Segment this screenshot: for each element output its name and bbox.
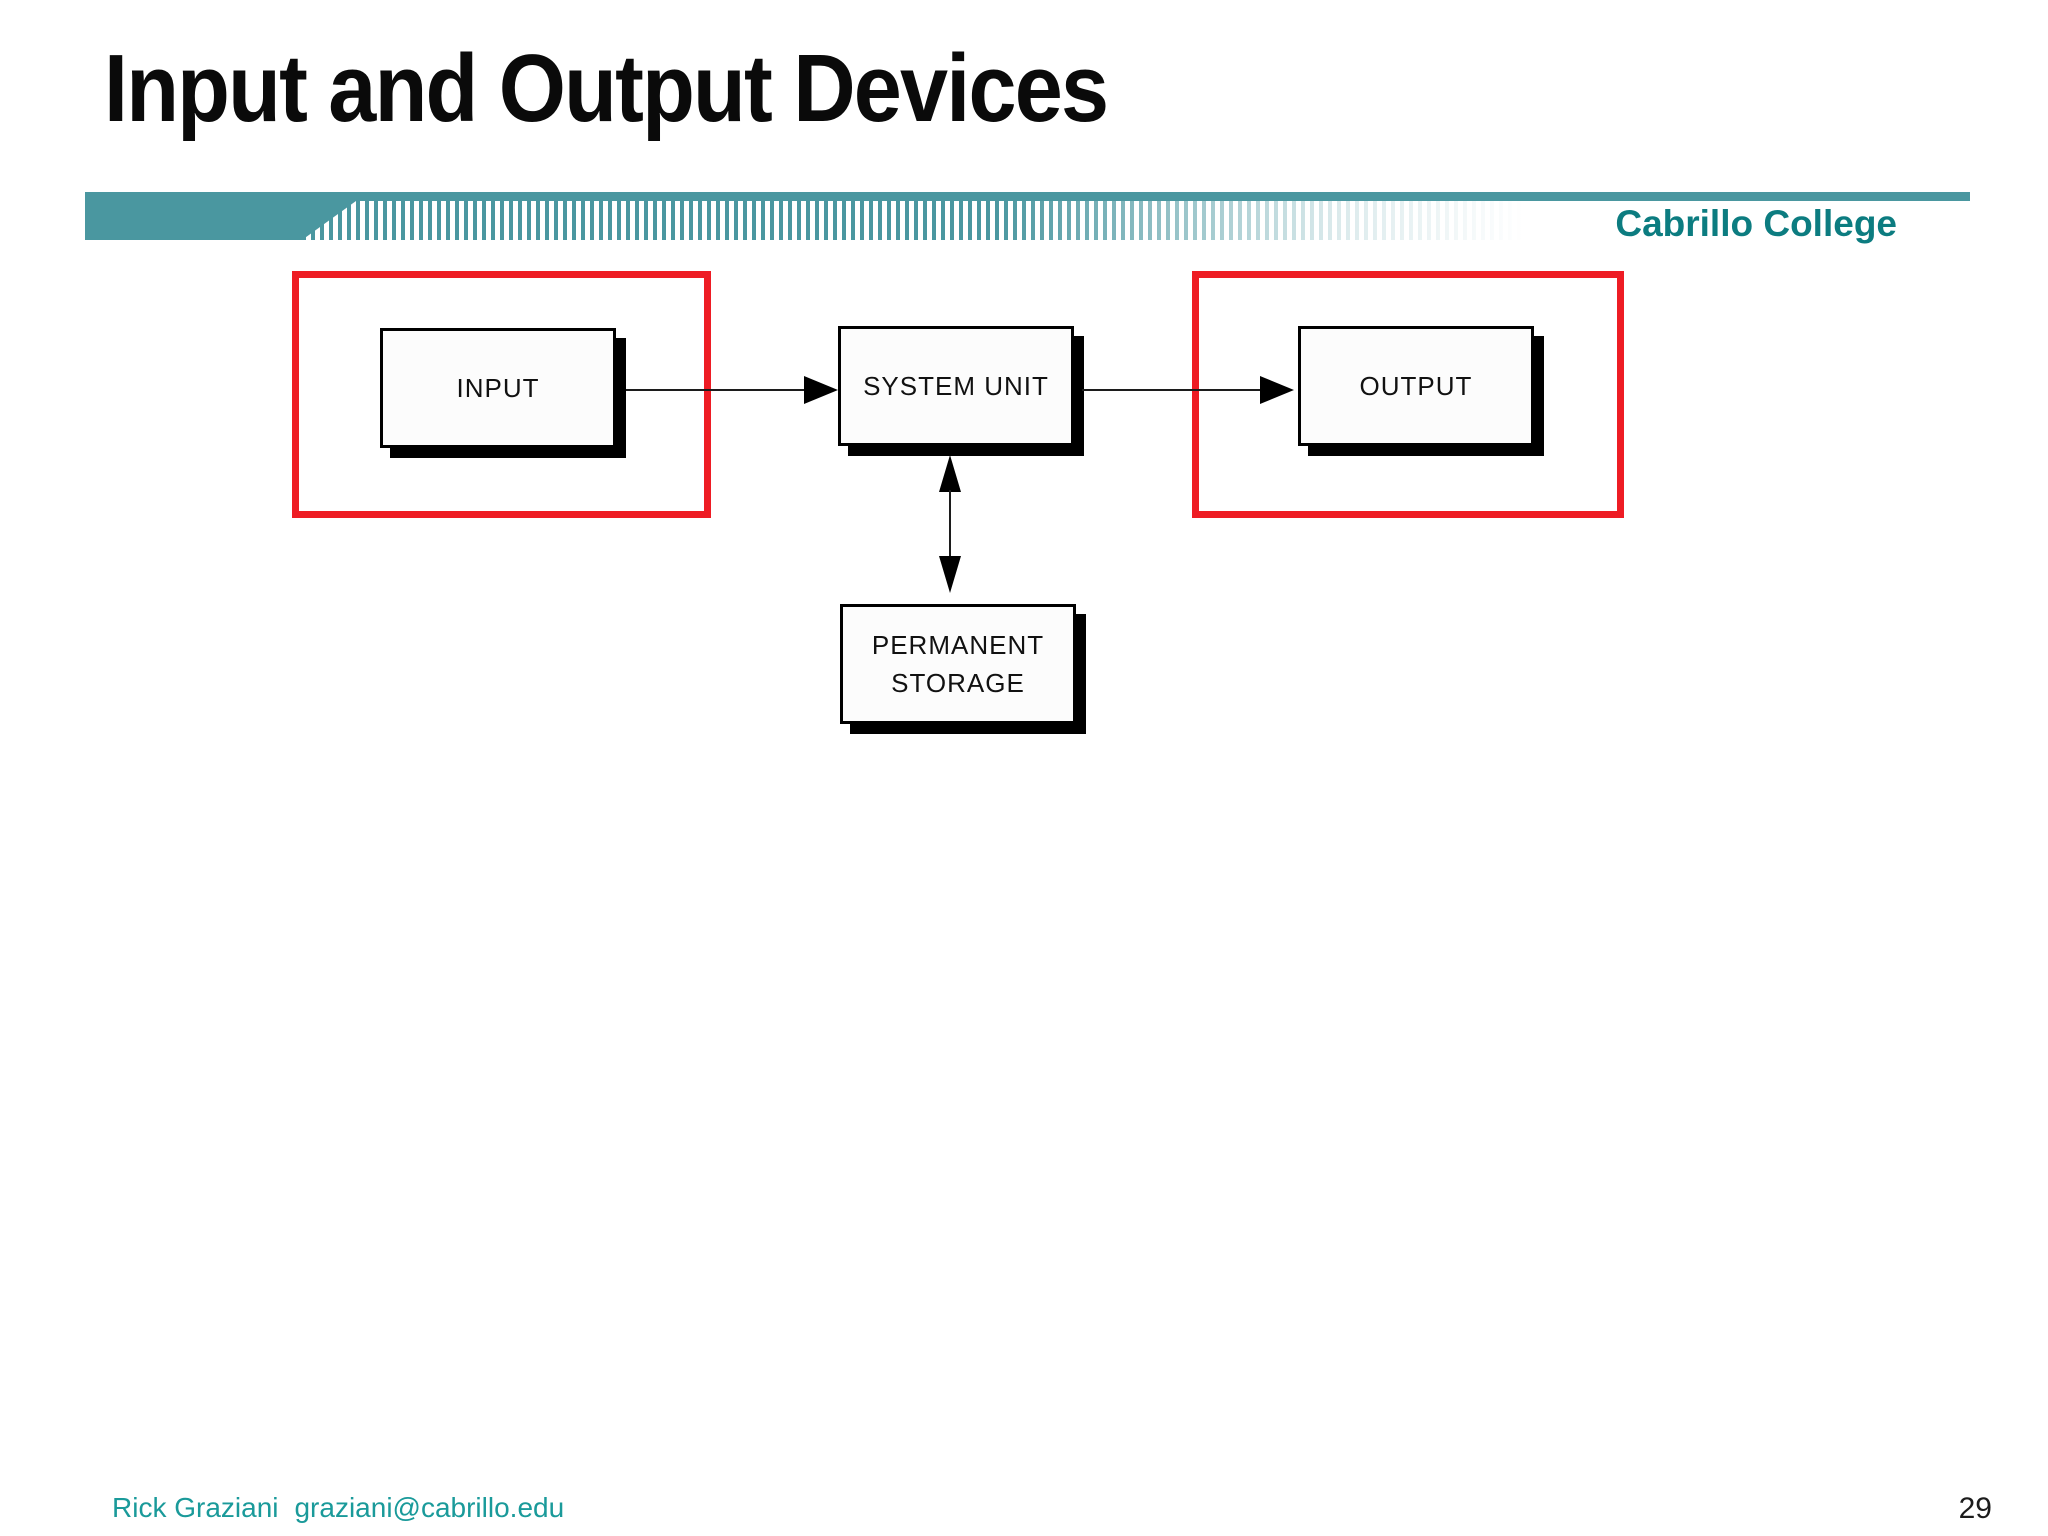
diagram-box-output: OUTPUT bbox=[1298, 326, 1534, 446]
brand-wordmark: Cabrillo College bbox=[1615, 203, 1897, 244]
connector-system-to-storage bbox=[949, 490, 951, 558]
arrowhead-up-icon bbox=[939, 455, 961, 492]
page-number: 29 bbox=[1958, 1492, 1992, 1525]
box-label-line-2: STORAGE bbox=[891, 668, 1025, 698]
diagram-box-input: INPUT bbox=[380, 328, 616, 448]
box-label-output: OUTPUT bbox=[1359, 371, 1473, 401]
highlight-rect-input bbox=[292, 271, 711, 518]
diagram-box-system-unit: SYSTEM UNIT bbox=[838, 326, 1074, 446]
connector-system-to-output bbox=[1082, 389, 1262, 391]
slide-title: Input and Output Devices bbox=[104, 35, 1109, 142]
footer-author: Rick Graziani bbox=[112, 1492, 279, 1523]
footer: Rick Graziani graziani@cabrillo.edu bbox=[112, 1492, 564, 1524]
highlight-rect-output bbox=[1192, 271, 1624, 518]
connector-input-to-system bbox=[626, 389, 806, 391]
box-label-permanent-storage: PERMANENT STORAGE bbox=[872, 626, 1044, 702]
footer-email: graziani@cabrillo.edu bbox=[294, 1492, 565, 1523]
header-solid-block bbox=[85, 192, 302, 240]
arrowhead-right-icon bbox=[804, 376, 838, 404]
diagram-box-permanent-storage: PERMANENT STORAGE bbox=[840, 604, 1076, 724]
box-label-line-1: PERMANENT bbox=[871, 630, 1045, 660]
box-label-system-unit: SYSTEM UNIT bbox=[863, 371, 1049, 401]
header-rule-line bbox=[85, 192, 1970, 201]
box-label-input: INPUT bbox=[456, 373, 540, 403]
arrowhead-down-icon bbox=[939, 556, 961, 593]
arrowhead-right-icon bbox=[1260, 376, 1294, 404]
header-stripes-fade bbox=[302, 201, 1562, 240]
